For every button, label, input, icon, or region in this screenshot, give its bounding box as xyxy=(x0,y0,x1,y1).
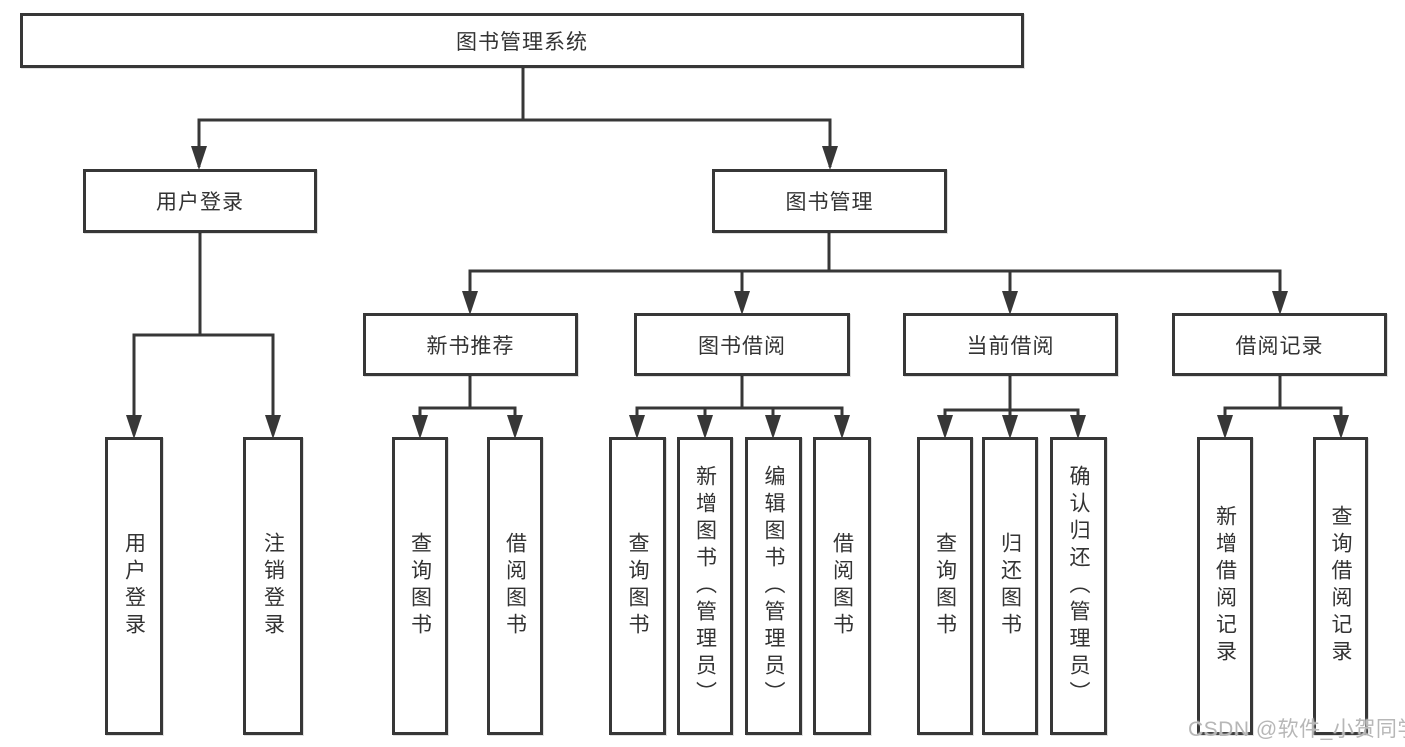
node-label: 查询图书 xyxy=(626,532,649,640)
tree-edges xyxy=(132,68,1343,435)
arrow-down-icon xyxy=(937,415,953,439)
leaf-user-login: 用户登录 xyxy=(105,437,163,735)
node-label: 查询借阅记录 xyxy=(1329,505,1352,667)
node-label: 借阅记录 xyxy=(1235,334,1324,358)
node-label: 新书推荐 xyxy=(426,334,515,358)
leaf-current-query-books: 查询图书 xyxy=(917,437,973,735)
leaf-edit-books-admin: 编辑图书（管理员） xyxy=(745,437,802,735)
arrow-down-icon xyxy=(822,146,838,170)
node-book-borrow: 图书借阅 xyxy=(634,313,850,376)
node-label: 注销登录 xyxy=(261,532,285,640)
node-label: 当前借阅 xyxy=(966,334,1055,358)
arrow-down-icon xyxy=(1002,291,1018,315)
node-label: 图书借阅 xyxy=(698,334,786,358)
node-label: 查询图书 xyxy=(408,532,432,640)
leaf-confirm-return-admin: 确认归还（管理员） xyxy=(1050,437,1107,735)
node-current-borrow: 当前借阅 xyxy=(903,313,1118,376)
node-user-login: 用户登录 xyxy=(83,169,317,233)
arrow-down-icon xyxy=(697,415,713,439)
arrow-down-icon xyxy=(1002,415,1018,439)
arrow-down-icon xyxy=(765,415,781,439)
leaf-borrow-query-books: 查询图书 xyxy=(609,437,666,735)
node-label: 借阅图书 xyxy=(830,532,854,640)
node-borrow-records: 借阅记录 xyxy=(1172,313,1387,376)
arrow-down-icon xyxy=(1272,291,1288,315)
leaf-recommend-query-books: 查询图书 xyxy=(392,437,448,735)
arrow-down-icon xyxy=(629,415,645,439)
arrow-down-icon xyxy=(462,291,478,315)
leaf-query-borrow-record: 查询借阅记录 xyxy=(1313,437,1368,735)
node-label: 归还图书 xyxy=(998,532,1022,640)
leaf-logout: 注销登录 xyxy=(243,437,303,735)
arrow-down-icon xyxy=(1333,415,1349,439)
leaf-add-borrow-record: 新增借阅记录 xyxy=(1197,437,1253,735)
leaf-add-books-admin: 新增图书（管理员） xyxy=(677,437,733,735)
arrow-down-icon xyxy=(126,415,142,439)
arrow-down-icon xyxy=(1217,415,1233,439)
arrow-down-icon xyxy=(734,291,750,315)
arrow-down-icon xyxy=(265,415,281,439)
node-book-management: 图书管理 xyxy=(712,169,947,233)
arrow-down-icon xyxy=(507,415,523,439)
node-label: 用户登录 xyxy=(156,191,244,214)
leaf-return-books: 归还图书 xyxy=(982,437,1038,735)
node-label: 编辑图书（管理员） xyxy=(762,464,785,708)
node-new-book-recommend: 新书推荐 xyxy=(363,313,578,376)
node-label: 新增图书（管理员） xyxy=(693,464,717,708)
arrow-down-icon xyxy=(191,146,207,170)
leaf-recommend-borrow-books: 借阅图书 xyxy=(487,437,543,735)
node-library-management-system: 图书管理系统 xyxy=(20,13,1024,68)
arrow-down-icon xyxy=(1070,415,1086,439)
node-label: 查询图书 xyxy=(933,532,957,640)
node-label: 图书管理系统 xyxy=(456,30,588,54)
arrow-down-icon xyxy=(412,415,428,439)
node-label: 借阅图书 xyxy=(503,532,527,640)
arrow-down-icon xyxy=(834,415,850,439)
node-label: 新增借阅记录 xyxy=(1213,505,1237,667)
node-label: 确认归还（管理员） xyxy=(1067,464,1090,708)
node-label: 用户登录 xyxy=(122,532,146,640)
watermark: CSDN @软件_小贺同学 xyxy=(1188,718,1405,741)
leaf-borrow-books: 借阅图书 xyxy=(813,437,871,735)
node-label: 图书管理 xyxy=(785,191,874,214)
